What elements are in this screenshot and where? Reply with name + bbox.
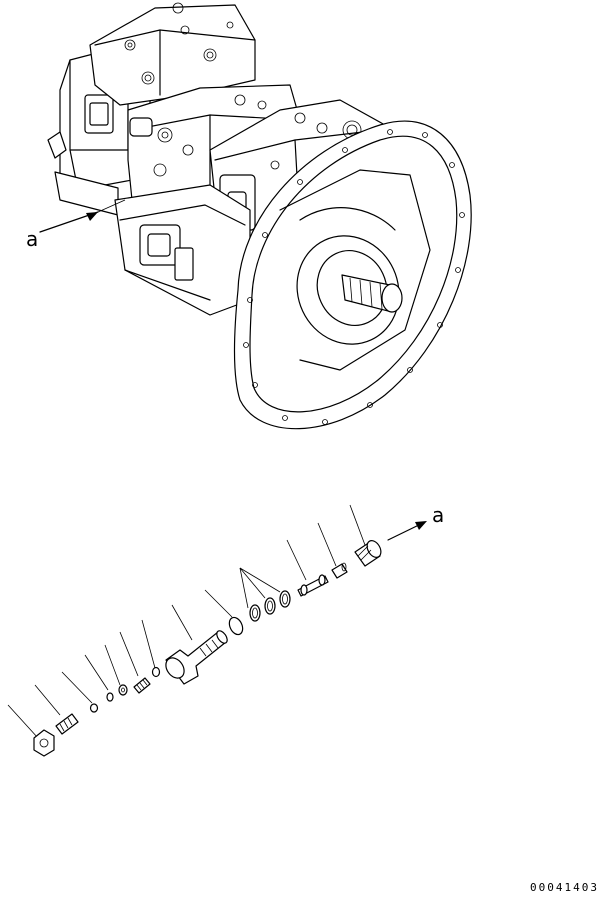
view-label-a-bottom: a bbox=[432, 503, 444, 527]
part-valve-sleeve bbox=[165, 630, 228, 685]
part-plug bbox=[354, 540, 382, 567]
mounting-flange bbox=[233, 120, 472, 430]
part-ball bbox=[89, 703, 99, 713]
part-adjust-screw bbox=[55, 713, 79, 735]
part-spool bbox=[297, 574, 329, 597]
regulator-block-upper bbox=[89, 2, 256, 106]
view-arrow-a-bottom bbox=[387, 521, 427, 541]
pump-body-lower bbox=[114, 184, 251, 316]
part-spring bbox=[133, 677, 151, 694]
part-seat bbox=[106, 692, 114, 702]
view-label-a-top: a bbox=[26, 227, 38, 251]
part-o-ring-set bbox=[249, 590, 291, 622]
part-o-ring-large bbox=[228, 616, 244, 636]
exploded-parts bbox=[7, 504, 427, 757]
leader-lines bbox=[7, 504, 366, 739]
part-stopper bbox=[331, 562, 348, 579]
view-arrow-a-top bbox=[39, 199, 126, 233]
figure-number: 00041403 bbox=[530, 881, 599, 894]
part-lock-nut bbox=[33, 729, 55, 757]
part-small-ring bbox=[118, 684, 128, 696]
pump-assembly bbox=[39, 2, 472, 430]
part-piston bbox=[151, 666, 161, 678]
flange-bolt-holes bbox=[243, 129, 465, 425]
